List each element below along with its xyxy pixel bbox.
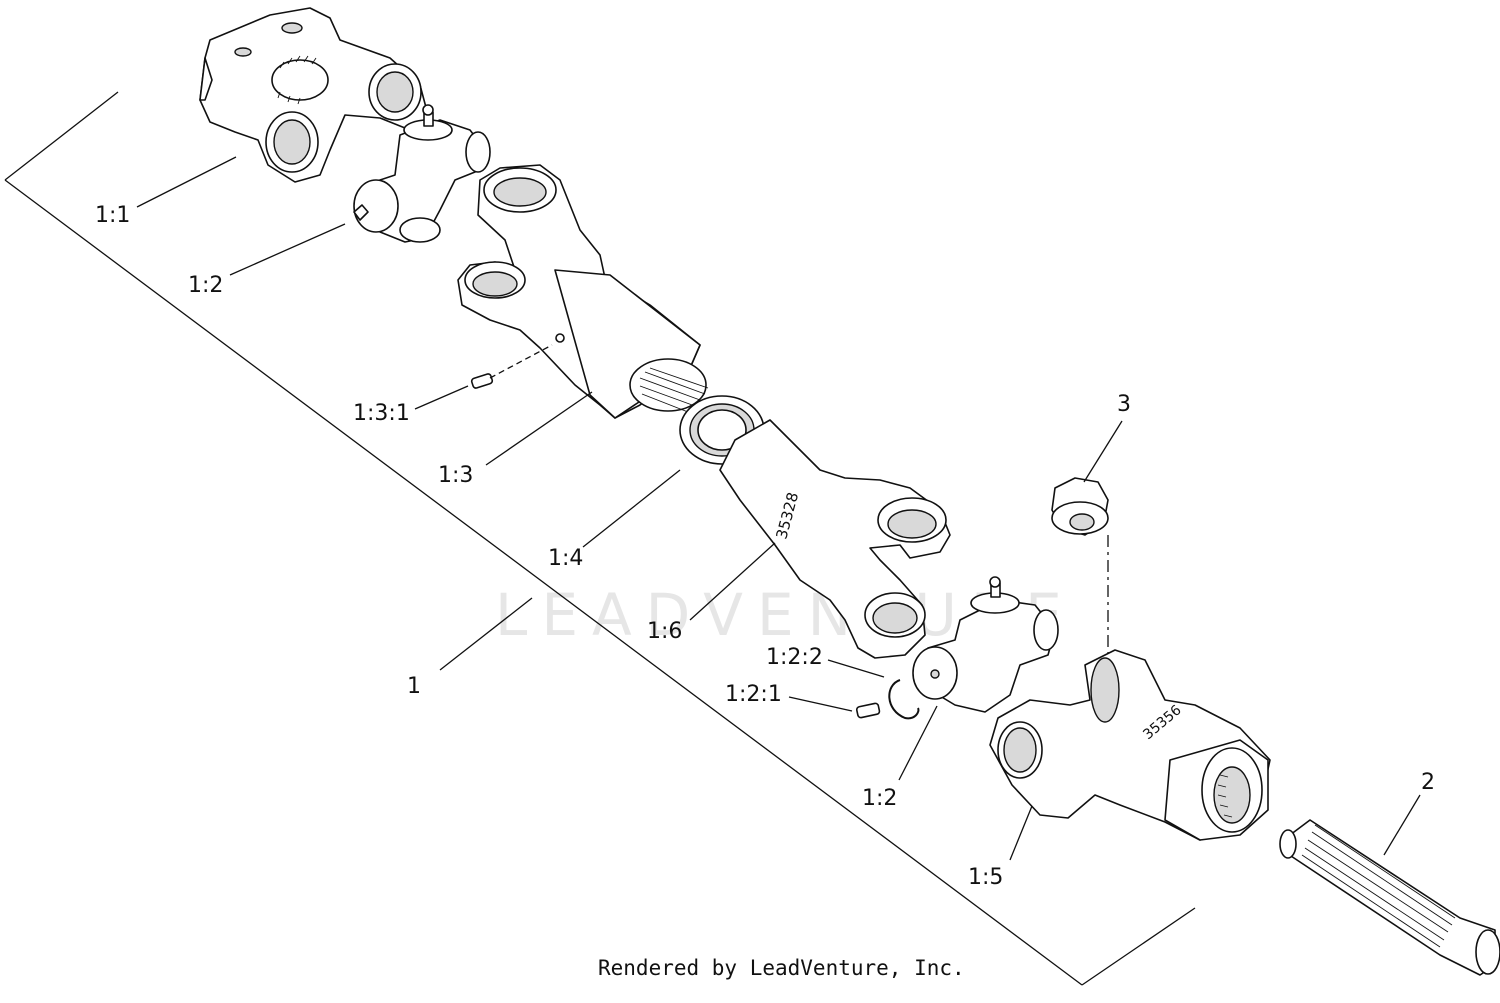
- splined-shaft: [1279, 819, 1500, 976]
- label-1: 1: [407, 674, 421, 699]
- bottom-cross-bearing: [912, 576, 1059, 713]
- snap-ring: [888, 679, 920, 720]
- bottom-yoke: 35356: [989, 649, 1271, 841]
- label-1-1: 1:1: [95, 203, 130, 228]
- label-1-6: 1:6: [647, 619, 682, 644]
- label-1-2-2: 1:2:2: [766, 645, 823, 670]
- rendered-by-credit: Rendered by LeadVenture, Inc.: [598, 956, 965, 980]
- leader-lines: [136, 156, 1421, 861]
- label-1-2-1: 1:2:1: [725, 682, 782, 707]
- top-cross-bearing: [353, 104, 491, 243]
- upper-tube-yoke: [457, 164, 709, 419]
- label-1-5: 1:5: [968, 865, 1003, 890]
- flange-nut: [1051, 477, 1109, 536]
- label-2: 2: [1421, 770, 1435, 795]
- label-1-2-bottom: 1:2: [862, 786, 897, 811]
- label-1-3-1: 1:3:1: [353, 401, 410, 426]
- label-3: 3: [1117, 392, 1131, 417]
- lower-shaft-yoke: 35328: [719, 419, 951, 659]
- top-yoke: [199, 7, 429, 183]
- callout-labels: 1:1 1:2 1:3:1 1:3 1:4 1:6 1 1:2:2 1:2:1 …: [95, 203, 1435, 890]
- assembly-bracket: [4, 91, 1196, 986]
- grease-fitting-1-2-1: [855, 702, 881, 719]
- label-1-4: 1:4: [548, 546, 583, 571]
- label-1-3: 1:3: [438, 463, 473, 488]
- grease-fitting-1-3-1: [470, 344, 553, 389]
- label-1-2-top: 1:2: [188, 273, 223, 298]
